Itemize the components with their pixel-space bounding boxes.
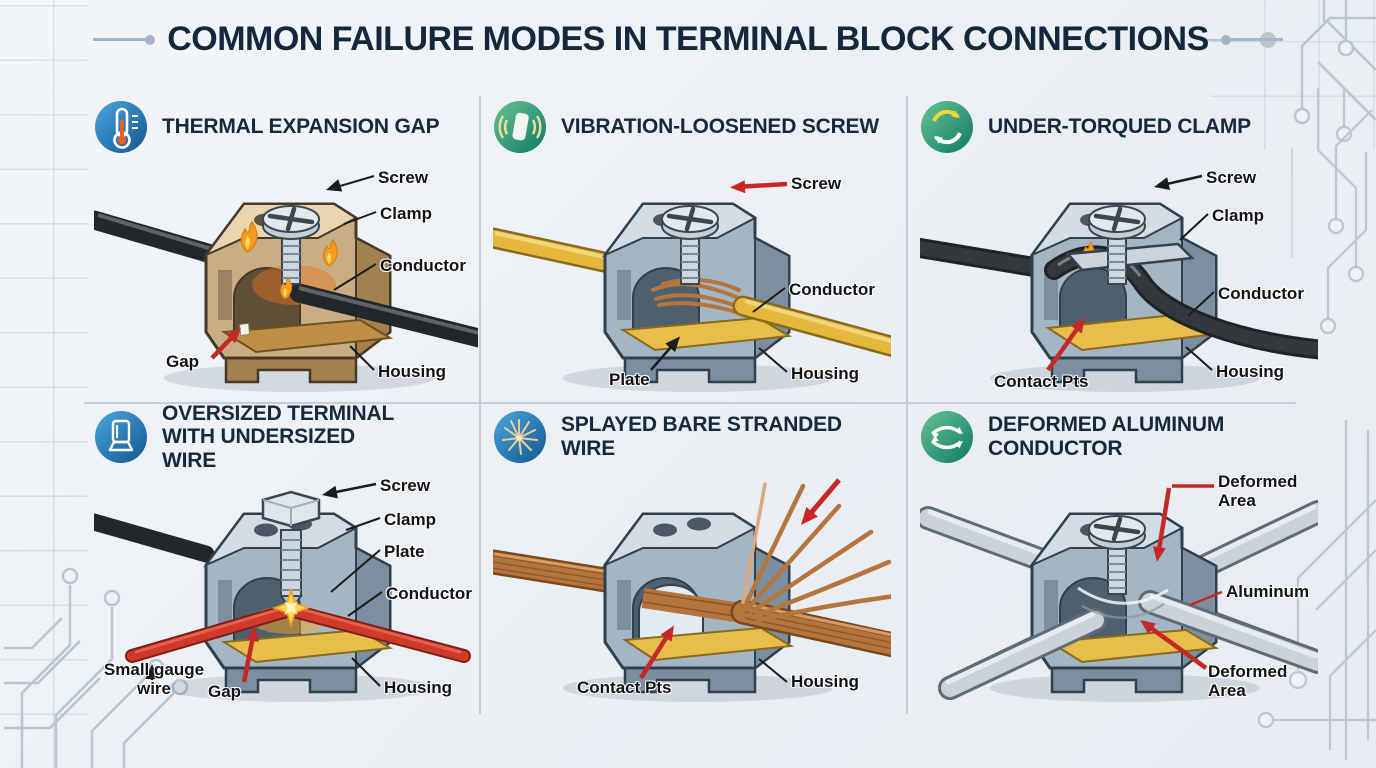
title-right-decoration (1220, 34, 1283, 45)
screw-annotation-arrow (729, 180, 788, 194)
conductor-wire-front (289, 283, 478, 348)
part-label-deformed-area-bottom: Deformed Area (1208, 662, 1288, 701)
screw (261, 490, 321, 612)
part-label-housing: Housing (1216, 362, 1284, 381)
panel-title: SPLAYED BARE STRANDED WIRE (561, 413, 842, 460)
terminal-block-scene (920, 484, 1318, 704)
panel-oversized-terminal: OVERSIZED TERMINAL WITH UNDERSIZED WIRE (80, 402, 479, 766)
conductor-wire-back (920, 238, 1062, 280)
splayed-strands-icon (494, 411, 546, 463)
panel-header: VIBRATION-LOOSENED SCREW (493, 98, 906, 156)
terminal-block-scene (493, 478, 891, 704)
vibration-icon (494, 101, 546, 153)
part-label-conductor: Conductor (386, 584, 472, 603)
part-label-contact-pts: Contact Pts (577, 678, 672, 697)
illustration-oversized: Screw Clamp Plate Conductor Housing Smal… (94, 470, 478, 720)
panel-grid: THERMAL EXPANSION GAP (80, 92, 1330, 766)
part-label-gap: Gap (166, 352, 200, 371)
part-label-clamp: Clamp (1212, 206, 1264, 225)
panel-header: THERMAL EXPANSION GAP (94, 98, 479, 156)
panel-title: VIBRATION-LOOSENED SCREW (561, 115, 879, 139)
contact-plate (619, 316, 793, 352)
splayed-strands (741, 482, 891, 623)
panel-thermal-expansion-gap: THERMAL EXPANSION GAP (80, 92, 479, 402)
panel-title: UNDER-TORQUED CLAMP (988, 115, 1251, 139)
panel-splayed-stranded-wire: SPLAYED BARE STRANDED WIRE (479, 402, 906, 766)
part-label-housing: Housing (378, 362, 446, 381)
deformed-area-arrow-bottom (1136, 614, 1208, 670)
deformation-streaks (1077, 586, 1169, 619)
panel-vibration-loosened-screw: VIBRATION-LOOSENED SCREW (479, 92, 906, 402)
terminal-block-scene (94, 175, 478, 394)
panel-header: DEFORMED ALUMINUM CONDUCTOR (920, 408, 1330, 466)
part-label-conductor: Conductor (380, 256, 466, 275)
panel-under-torqued-clamp: UNDER-TORQUED CLAMP (906, 92, 1330, 402)
part-label-small-gauge-wire: Small gauge wire (103, 660, 205, 699)
torque-arrows-icon (921, 101, 973, 153)
part-label-clamp: Clamp (380, 204, 432, 223)
part-label-screw: Screw (1206, 168, 1257, 187)
part-label-deformed-area-top: Deformed Area (1218, 472, 1298, 511)
part-label-plate: Plate (384, 542, 425, 561)
part-label-conductor: Conductor (789, 280, 875, 299)
panel-title: OVERSIZED TERMINAL WITH UNDERSIZED WIRE (162, 401, 394, 472)
gap-annotation-arrow (210, 323, 246, 360)
panel-header: OVERSIZED TERMINAL WITH UNDERSIZED WIRE (94, 402, 479, 472)
panel-deformed-aluminum: DEFORMED ALUMINUM CONDUCTOR (906, 402, 1330, 766)
conductor-wire-front (732, 295, 891, 357)
part-label-clamp: Clamp (384, 510, 436, 529)
illustration-deformed: Deformed Area Aluminum Deformed Area (920, 470, 1318, 720)
terminal-block-scene (94, 482, 471, 704)
page-header: COMMON FAILURE MODES IN TERMINAL BLOCK C… (0, 20, 1376, 59)
part-label-conductor: Conductor (1218, 284, 1304, 303)
part-label-housing: Housing (791, 364, 859, 383)
illustration-vibration: Screw Conductor Plate Housing (493, 160, 891, 410)
contact-plate (622, 626, 795, 662)
terminal-block-icon (95, 411, 147, 463)
terminal-block-scene (493, 180, 891, 394)
splay-annotation-arrow (795, 478, 841, 530)
divider-vertical-1 (479, 96, 481, 714)
unused-wire-back (94, 513, 215, 563)
part-label-contact-pts: Contact Pts (994, 372, 1089, 391)
title-left-decoration (93, 34, 156, 45)
thermometer-icon (95, 101, 147, 153)
contact-plate (1046, 628, 1220, 664)
page-title: COMMON FAILURE MODES IN TERMINAL BLOCK C… (167, 20, 1209, 58)
divider-horizontal (84, 402, 1296, 404)
deform-arrows-icon (921, 411, 973, 463)
part-label-housing: Housing (791, 672, 859, 691)
deformed-area-arrow-top (1150, 484, 1214, 564)
part-label-screw: Screw (791, 174, 842, 193)
gap-annotation-arrow (241, 624, 262, 683)
contact-annotation-arrow (1046, 313, 1091, 372)
contact-plate (220, 628, 394, 664)
background-grid-left (0, 0, 88, 768)
part-label-gap: Gap (208, 682, 242, 701)
clamp-bar (1065, 242, 1195, 272)
stranded-wire-middle (641, 588, 750, 624)
aluminum-leader (1189, 590, 1223, 607)
panel-header: SPLAYED BARE STRANDED WIRE (493, 408, 906, 466)
illustration-under-torqued: Screw Clamp Conductor Housing Contact Pt… (920, 160, 1318, 410)
panel-title: THERMAL EXPANSION GAP (162, 115, 440, 139)
part-label-plate: Plate (609, 370, 650, 389)
panel-title: DEFORMED ALUMINUM CONDUCTOR (988, 413, 1225, 460)
part-label-screw: Screw (380, 476, 431, 495)
contact-plate (220, 318, 394, 354)
part-label-aluminum: Aluminum (1226, 582, 1310, 601)
housing-leader (758, 658, 788, 683)
divider-vertical-2 (906, 96, 908, 714)
illustration-thermal: Screw Clamp Conductor Housing Gap (94, 160, 478, 410)
illustration-splayed: Contact Pts Housing (493, 470, 891, 720)
part-label-housing: Housing (384, 678, 452, 697)
aluminum-rod-front (938, 590, 1318, 700)
gap-indicator (238, 322, 251, 336)
contact-annotation-arrow (639, 622, 680, 680)
part-label-screw: Screw (378, 168, 429, 187)
small-gauge-arrow (145, 664, 159, 680)
panel-header: UNDER-TORQUED CLAMP (920, 98, 1330, 156)
terminal-block-scene (920, 174, 1318, 394)
